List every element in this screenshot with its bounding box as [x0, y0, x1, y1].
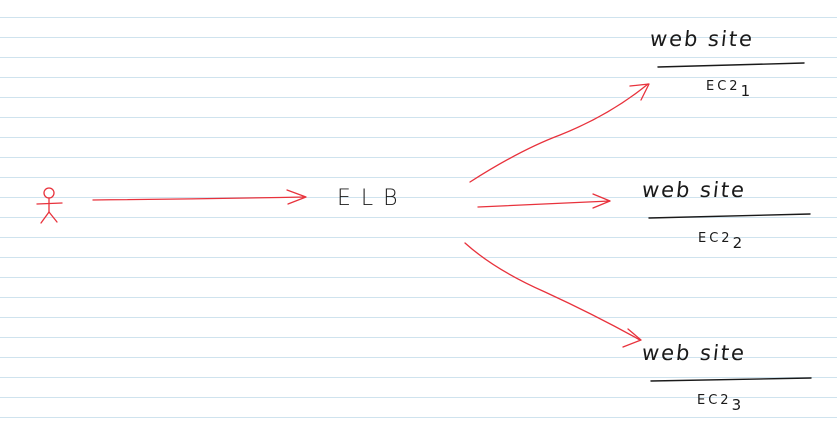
target-3-index: 3: [731, 396, 742, 414]
target-3-name: web site: [640, 341, 748, 365]
arrow-elb-to-ec2-2: [477, 193, 611, 209]
target-3-instance-type: EC2: [697, 393, 732, 408]
target-3-underline: [650, 377, 812, 382]
target-1-instance-type: EC2: [706, 79, 741, 94]
target-1-name: web site: [648, 27, 756, 51]
target-2-name: web site: [640, 178, 748, 202]
arrow-user-to-elb: [92, 189, 307, 205]
target-2-instance-type: EC2: [698, 231, 733, 246]
target-1-index: 1: [740, 82, 751, 100]
arrow-elb-to-ec2-1: [469, 83, 650, 183]
target-1-underline: [657, 62, 805, 68]
target-2-underline: [648, 213, 811, 219]
target-2-instance: EC22: [698, 228, 742, 252]
target-3-instance: EC23: [697, 390, 741, 414]
arrow-elb-to-ec2-3: [464, 242, 642, 348]
target-1-instance: EC21: [706, 76, 750, 100]
user-icon: [36, 187, 63, 224]
elb-label: ELB: [337, 186, 408, 211]
target-2-index: 2: [732, 234, 743, 252]
